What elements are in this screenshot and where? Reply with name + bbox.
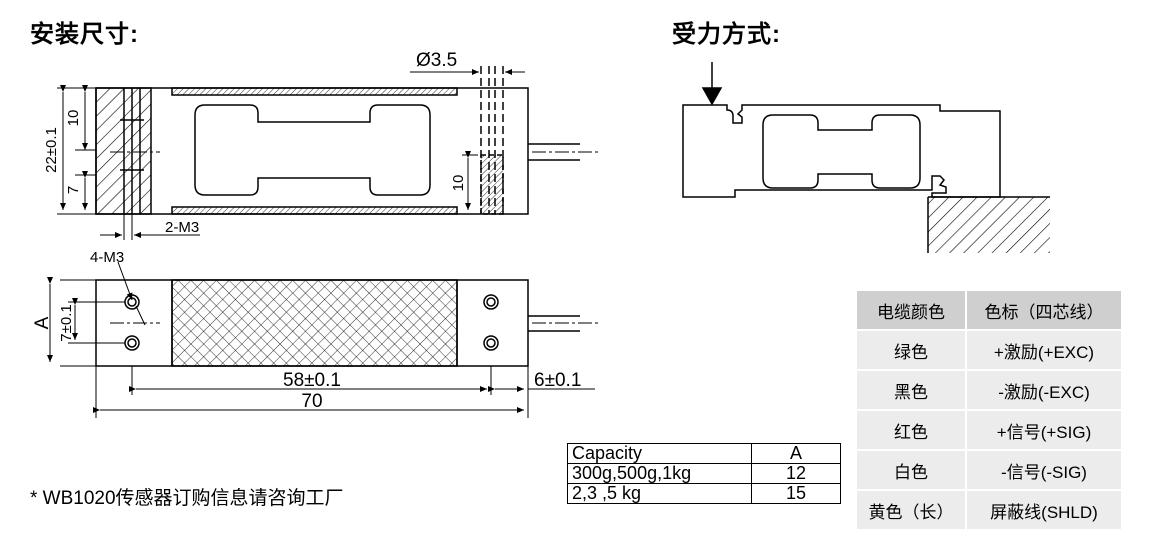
wire-color-table: 电缆颜色 色标（四芯线） 绿色 +激励(+EXC) 黑色 -激励(-EXC) 红… [857, 291, 1121, 531]
top-dimensions [47, 261, 595, 418]
wire-signal-cell: -激励(-EXC) [967, 371, 1121, 411]
install-heading: 安装尺寸: [30, 21, 139, 48]
capacity-table: Capacity A 300g,500g,1kg 12 2,3 ,5 kg 15 [567, 443, 841, 504]
right-height-10-label: 10 [450, 175, 467, 192]
ordering-note: * WB1020传感器订购信息请咨询工厂 [30, 488, 344, 509]
height-7-label: 7 [65, 186, 82, 194]
cable-color-header: 电缆颜色 [857, 291, 967, 331]
wire-color-cell: 黑色 [857, 371, 967, 411]
top-view [95, 279, 600, 367]
top-m3-label: 4-M3 [90, 249, 124, 266]
table-row: 红色 +信号(+SIG) [857, 411, 1121, 451]
end-6-label: 6±0.1 [534, 370, 581, 391]
width-7-label: 7±0.1 [58, 304, 75, 341]
a-header: A [751, 443, 841, 464]
hole-diameter-label: Ø3.5 [416, 50, 457, 71]
a-cell: 12 [751, 463, 841, 484]
capacity-header: Capacity [567, 443, 752, 464]
wire-signal-cell: -信号(-SIG) [967, 451, 1121, 491]
wire-color-cell: 红色 [857, 411, 967, 451]
table-row: 绿色 +激励(+EXC) [857, 331, 1121, 371]
a-label: A [32, 316, 53, 329]
wire-color-cell: 白色 [857, 451, 967, 491]
force-diagram [682, 62, 1050, 253]
wire-signal-cell: +信号(+SIG) [967, 411, 1121, 451]
table-row: 300g,500g,1kg 12 [567, 463, 841, 484]
table-row: 黑色 -激励(-EXC) [857, 371, 1121, 411]
color-code-header: 色标（四芯线） [967, 291, 1121, 331]
height-10-label: 10 [65, 110, 82, 127]
length-58-label: 58±0.1 [283, 370, 341, 391]
capacity-cell: 2,3 ,5 kg [567, 483, 752, 504]
side-view [95, 66, 600, 215]
wire-color-cell: 黄色（长） [857, 491, 967, 531]
table-row: 黄色（长） 屏蔽线(SHLD) [857, 491, 1121, 531]
side-dimensions [57, 69, 525, 240]
side-m3-label: 2-M3 [165, 219, 199, 236]
wire-color-cell: 绿色 [857, 331, 967, 371]
a-cell: 15 [751, 483, 841, 504]
table-row: 白色 -信号(-SIG) [857, 451, 1121, 491]
length-70-label: 70 [301, 391, 322, 412]
force-heading: 受力方式: [672, 21, 781, 48]
wire-signal-cell: 屏蔽线(SHLD) [967, 491, 1121, 531]
wire-signal-cell: +激励(+EXC) [967, 331, 1121, 371]
height-22-label: 22±0.1 [43, 127, 60, 173]
table-row: 2,3 ,5 kg 15 [567, 483, 841, 504]
capacity-cell: 300g,500g,1kg [567, 463, 752, 484]
